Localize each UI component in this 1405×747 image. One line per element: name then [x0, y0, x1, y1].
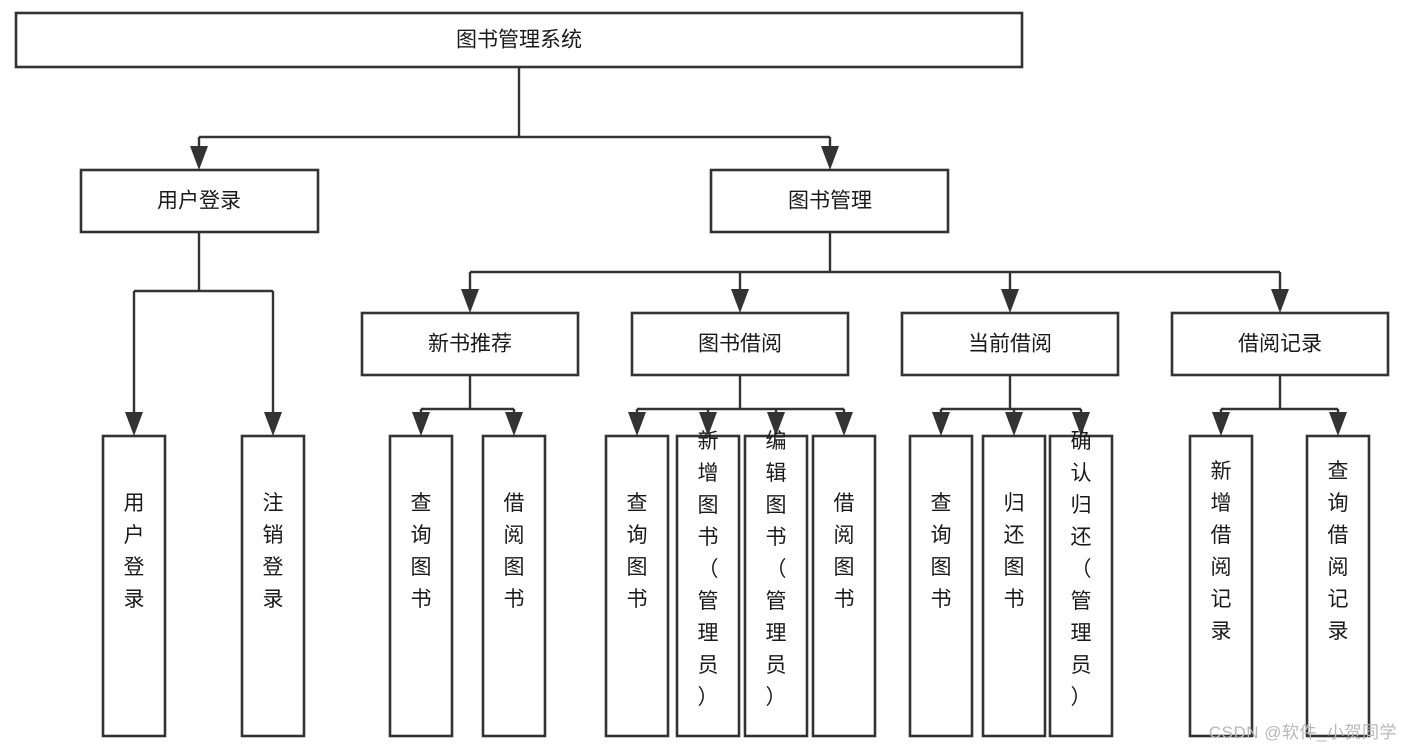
- leaf-edit-book-admin-label: 编辑图书（管理员）: [766, 430, 787, 709]
- leaf-add-book-admin-box[interactable]: [675, 434, 741, 738]
- leaf-return-book-label: 归还图书: [1004, 492, 1025, 611]
- node-current-borrow-box[interactable]: [900, 311, 1120, 377]
- arrow-head-current-borrow: [1001, 289, 1019, 313]
- node-book-manage-label: 图书管理: [788, 190, 872, 213]
- arrow-head-new-book-recommend: [461, 289, 479, 313]
- leaf-query-book-2[interactable]: 查询图书: [604, 434, 670, 738]
- node-current-borrow-label: 当前借阅: [968, 333, 1052, 356]
- node-book-borrow-box[interactable]: [630, 311, 850, 377]
- arrow-head-leaf-query-book-2: [628, 412, 646, 436]
- leaf-add-borrow-record-box[interactable]: [1188, 434, 1254, 738]
- leaf-add-borrow-record-label: 新增借阅记录: [1211, 460, 1232, 643]
- arrow-head-leaf-return-book: [1005, 412, 1023, 436]
- leaf-add-borrow-record[interactable]: 新增借阅记录: [1188, 434, 1254, 738]
- leaf-borrow-book-2-box[interactable]: [811, 434, 877, 738]
- leaf-logout-login-label: 注销登录: [263, 492, 284, 611]
- node-root-label: 图书管理系统: [456, 29, 582, 52]
- arrow-head-user-login: [190, 146, 208, 170]
- arrow-head-leaf-query-borrow-record: [1329, 412, 1347, 436]
- arrow-head-book-manage: [821, 146, 839, 170]
- leaf-confirm-return-admin[interactable]: 确认归还（管理员）: [1048, 430, 1114, 738]
- node-user-login-box[interactable]: [79, 168, 320, 234]
- node-borrow-record-box[interactable]: [1170, 311, 1390, 377]
- leaf-query-borrow-record[interactable]: 查询借阅记录: [1305, 434, 1371, 738]
- leaf-query-book-2-box[interactable]: [604, 434, 670, 738]
- node-root-box[interactable]: [14, 11, 1024, 69]
- leaf-query-book-3[interactable]: 查询图书: [908, 434, 974, 738]
- arrow-head-book-borrow: [731, 289, 749, 313]
- leaf-borrow-book-1[interactable]: 借阅图书: [481, 434, 547, 738]
- arrow-head-leaf-add-book-admin: [699, 412, 717, 436]
- leaf-add-book-admin-label: 新增图书（管理员）: [698, 430, 719, 709]
- node-user-login-label: 用户登录: [157, 190, 241, 213]
- node-new-book-recommend-label: 新书推荐: [428, 333, 512, 356]
- node-new-book-recommend[interactable]: 新书推荐: [360, 311, 580, 377]
- leaf-add-book-admin[interactable]: 新增图书（管理员）: [675, 430, 741, 738]
- leaf-user-login[interactable]: 用户登录: [101, 434, 167, 738]
- leaf-borrow-book-2-label: 借阅图书: [834, 492, 855, 611]
- leaf-user-login-box[interactable]: [101, 434, 167, 738]
- node-borrow-record-label: 借阅记录: [1238, 333, 1322, 356]
- leaf-edit-book-admin-box[interactable]: [743, 434, 809, 738]
- leaf-query-book-3-box[interactable]: [908, 434, 974, 738]
- leaf-query-borrow-record-box[interactable]: [1305, 434, 1371, 738]
- leaf-confirm-return-admin-label: 确认归还（管理员）: [1071, 430, 1092, 709]
- leaf-logout-login-box[interactable]: [240, 434, 306, 738]
- leaf-confirm-return-admin-box[interactable]: [1048, 434, 1114, 738]
- arrow-head-leaf-confirm-return-admin: [1072, 412, 1090, 436]
- leaf-query-book-1-box[interactable]: [388, 434, 454, 738]
- leaf-edit-book-admin[interactable]: 编辑图书（管理员）: [743, 430, 809, 738]
- leaf-query-borrow-record-label: 查询借阅记录: [1328, 460, 1349, 643]
- arrow-head-leaf-query-book-1: [412, 412, 430, 436]
- arrow-head-leaf-logout-login: [264, 412, 282, 436]
- node-user-login[interactable]: 用户登录: [79, 168, 320, 234]
- arrow-head-leaf-edit-book-admin: [767, 412, 785, 436]
- node-book-manage-box[interactable]: [709, 168, 950, 234]
- leaf-borrow-book-1-box[interactable]: [481, 434, 547, 738]
- arrow-head-leaf-query-book-3: [932, 412, 950, 436]
- leaf-borrow-book-1-label: 借阅图书: [504, 492, 525, 611]
- node-book-manage[interactable]: 图书管理: [709, 168, 950, 234]
- node-root[interactable]: 图书管理系统: [14, 11, 1024, 69]
- arrow-head-leaf-borrow-book-2: [835, 412, 853, 436]
- leaf-borrow-book-2[interactable]: 借阅图书: [811, 434, 877, 738]
- leaf-query-book-1-label: 查询图书: [411, 492, 432, 611]
- leaf-return-book[interactable]: 归还图书: [981, 434, 1047, 738]
- arrow-head-borrow-record: [1271, 289, 1289, 313]
- leaf-logout-login[interactable]: 注销登录: [240, 434, 306, 738]
- node-borrow-record[interactable]: 借阅记录: [1170, 311, 1390, 377]
- leaf-user-login-label: 用户登录: [124, 492, 145, 611]
- leaf-query-book-3-label: 查询图书: [931, 492, 952, 611]
- arrow-head-leaf-add-borrow-record: [1212, 412, 1230, 436]
- node-current-borrow[interactable]: 当前借阅: [900, 311, 1120, 377]
- node-book-borrow-label: 图书借阅: [698, 333, 782, 356]
- leaf-return-book-box[interactable]: [981, 434, 1047, 738]
- arrow-head-leaf-borrow-book-1: [505, 412, 523, 436]
- arrow-head-leaf-user-login: [125, 412, 143, 436]
- connector-layer: [125, 67, 1347, 436]
- leaf-query-book-2-label: 查询图书: [627, 492, 648, 611]
- csdn-watermark: CSDN @软件_小贺同学: [1208, 723, 1397, 742]
- node-new-book-recommend-box[interactable]: [360, 311, 580, 377]
- leaf-query-book-1[interactable]: 查询图书: [388, 434, 454, 738]
- node-book-borrow[interactable]: 图书借阅: [630, 311, 850, 377]
